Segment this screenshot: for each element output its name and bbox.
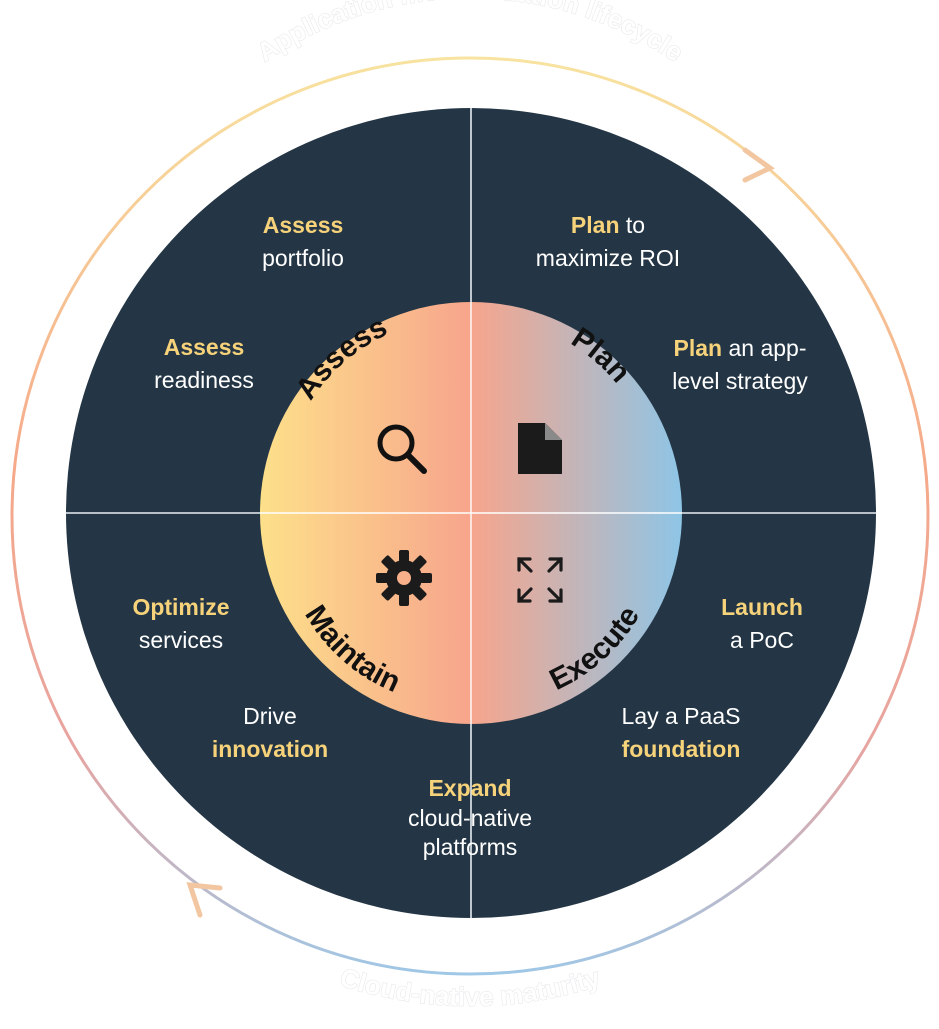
statement-assess-portfolio-bold: Assess <box>263 212 344 238</box>
statement-optimize-bold: Optimize <box>132 594 229 620</box>
statement-plan-strategy-bold: Plan <box>674 335 723 361</box>
statement-plan-roi-inline: to <box>626 212 645 238</box>
expand-arrows-icon <box>517 557 563 603</box>
statement-expand-bold: Expand <box>428 775 511 801</box>
statement-plan-roi-line1: Plan to <box>571 212 645 238</box>
statement-drive-text: Drive <box>243 703 297 729</box>
statement-assess-readiness-text: readiness <box>154 367 254 393</box>
statement-lay-bold: foundation <box>622 736 741 762</box>
statement-plan-roi-text: maximize ROI <box>536 245 680 271</box>
lifecycle-ring <box>10 56 930 976</box>
statement-optimize-text: services <box>139 627 223 653</box>
magnifier-icon <box>377 424 427 474</box>
statement-launch-bold: Launch <box>721 594 803 620</box>
statement-launch-text: a PoC <box>730 627 794 653</box>
statement-lay-text: Lay a PaaS <box>622 703 741 729</box>
ring-arrow-top-icon <box>742 147 775 183</box>
statement-expand-text2: platforms <box>423 834 518 860</box>
outer-ring-bottom-label: Cloud-native maturity <box>337 962 604 1012</box>
statement-assess-readiness-bold: Assess <box>164 334 245 360</box>
statement-plan-strategy-line1: Plan an app- <box>674 335 807 361</box>
statement-plan-strategy-text: level strategy <box>672 368 808 394</box>
statement-plan-strategy-inline: an app- <box>728 335 806 361</box>
gear-icon <box>376 550 432 606</box>
ring-arrow-bottom-icon <box>186 882 223 918</box>
document-icon <box>518 423 562 474</box>
statement-expand-text1: cloud-native <box>408 805 532 831</box>
statement-drive-bold: innovation <box>212 736 328 762</box>
statement-plan-roi-bold: Plan <box>571 212 620 238</box>
statement-assess-portfolio-text: portfolio <box>262 245 344 271</box>
